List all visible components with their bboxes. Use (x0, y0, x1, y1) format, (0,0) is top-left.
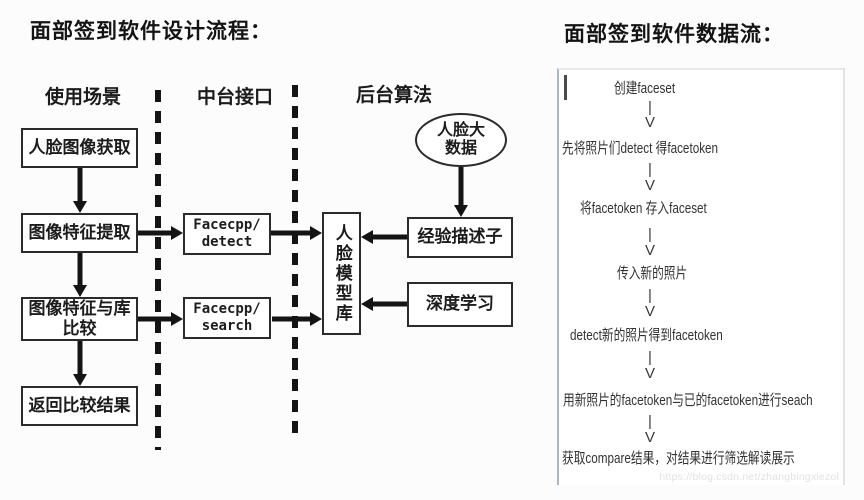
flow-connector-v: V (644, 242, 655, 259)
box-facecpp-search: Facecpp/ search (183, 297, 271, 339)
box-compare-with-library: 图像特征与库 比较 (21, 297, 138, 341)
flow-connector-v: V (644, 365, 655, 382)
flow-step-create-faceset: 创建faceset (614, 80, 676, 97)
arrow-detect-to-model (271, 226, 322, 240)
flow-step-detect-photos: 先将照片们detect 得facetoken (562, 140, 719, 157)
box-face-model-library: 人脸模型库 (322, 212, 361, 335)
dashed-divider-2 (292, 85, 298, 437)
box-return-result: 返回比较结果 (21, 386, 138, 426)
flow-connector-v: V (644, 303, 655, 320)
arrow-extract-to-detect (138, 226, 183, 240)
box-feature-extraction: 图像特征提取 (21, 213, 138, 253)
csdn-watermark: https://blog.csdn.net/zhangbingxiezol (659, 471, 839, 483)
flow-step-new-photo: 传入新的照片 (617, 265, 688, 282)
box-facecpp-detect: Facecpp/ detect (183, 213, 271, 255)
arrow-compare-to-result (73, 341, 87, 386)
flow-connector-bar: | (648, 161, 652, 178)
arrow-bigdata-to-descriptor (454, 167, 468, 217)
dataflow-panel: 创建faceset | V 先将照片们detect 得facetoken | V… (557, 68, 845, 485)
flow-step-search-facetoken: 用新照片的facetoken与已的facetoken进行seach (563, 392, 813, 409)
dashed-divider-1 (155, 90, 161, 450)
box-deep-learning: 深度学习 (407, 282, 513, 327)
column-header-api: 中台接口 (197, 87, 274, 108)
arrow-deeplearning-to-model (361, 297, 407, 311)
flow-connector-v: V (644, 114, 655, 131)
left-diagram-title: 面部签到软件设计流程： (30, 20, 272, 43)
flow-connector-bar: | (648, 349, 652, 366)
arrow-search-to-model (272, 312, 322, 326)
flow-connector-bar: | (648, 413, 652, 430)
flow-step-detect-new-photo: detect新的照片得到facetoken (570, 327, 723, 344)
flow-connector-bar: | (648, 287, 652, 304)
arrow-compare-to-search (138, 312, 183, 326)
box-experience-descriptor: 经验描述子 (407, 217, 513, 258)
box-face-image-capture: 人脸图像获取 (21, 128, 138, 168)
text-cursor (564, 75, 567, 100)
flow-connector-v: V (644, 429, 655, 446)
column-header-algo: 后台算法 (356, 85, 433, 106)
arrow-descriptor-to-model (361, 230, 407, 244)
flow-connector-bar: | (648, 99, 652, 116)
arrow-capture-to-extract (73, 168, 87, 213)
panel-right-border (843, 68, 845, 485)
flow-step-store-facetoken: 将facetoken 存入faceset (580, 200, 707, 217)
flow-step-compare-result: 获取compare结果，对结果进行筛选解读展示 (562, 450, 795, 467)
column-header-scene: 使用场景 (45, 87, 122, 108)
flow-connector-bar: | (648, 226, 652, 243)
ellipse-face-big-data: 人脸大 数据 (415, 113, 507, 167)
arrow-extract-to-compare (73, 253, 87, 297)
flow-connector-v: V (644, 177, 655, 194)
right-panel-title: 面部签到软件数据流： (564, 23, 784, 46)
